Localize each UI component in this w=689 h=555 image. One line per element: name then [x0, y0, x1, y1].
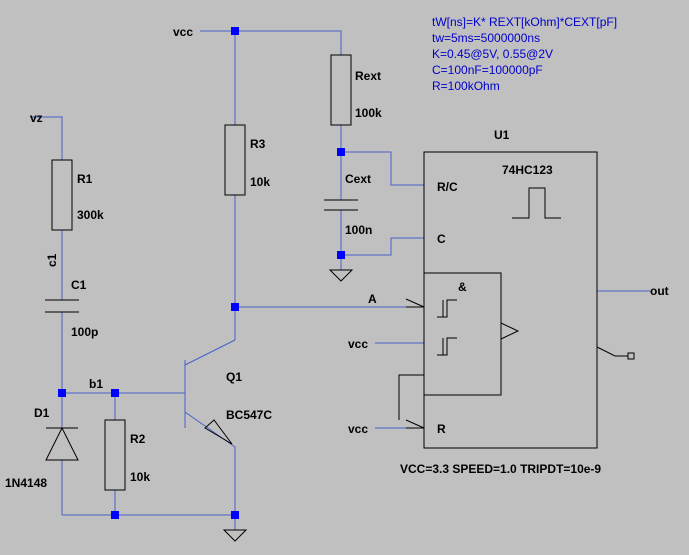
cext-value: 100n — [345, 223, 372, 237]
input-triangle-a-icon — [405, 298, 425, 308]
gate-output-triangle-icon — [500, 322, 520, 340]
schmitt-trigger-b-icon — [437, 337, 457, 356]
net-label-vcc: vcc — [173, 25, 193, 39]
spec-note-line-1: tW[ns]=K* REXT[kOhm]*CEXT[pF] — [432, 15, 617, 29]
spec-note-line-2: tw=5ms=5000000ns — [432, 31, 540, 45]
net-label-a: A — [368, 292, 377, 306]
input-triangle-r-icon — [405, 419, 425, 429]
rext-value: 100k — [355, 106, 382, 120]
u1-pin-rc: R/C — [437, 180, 458, 194]
r2-value: 10k — [130, 470, 150, 484]
wire-rc — [341, 151, 424, 186]
node-c1-d1 — [58, 389, 66, 397]
q1-name: Q1 — [226, 370, 242, 384]
r2-name: R2 — [130, 432, 146, 446]
q1-value: BC547C — [226, 408, 272, 422]
cext-name: Cext — [345, 172, 371, 186]
r3-name: R3 — [250, 137, 266, 151]
resistor-rext[interactable] — [330, 54, 352, 126]
u1-name: U1 — [494, 128, 510, 142]
transistor-q1-arrow — [204, 419, 233, 445]
node-r2-ground — [111, 511, 119, 519]
node-rext-cext — [337, 148, 345, 156]
net-label-b1: b1 — [89, 377, 103, 391]
r1-name: R1 — [77, 172, 93, 186]
wire-q1-emitter — [184, 411, 236, 530]
node-net-a — [231, 303, 239, 311]
junction-nodes — [58, 27, 345, 519]
d1-value: 1N4148 — [5, 476, 47, 490]
wire-vz — [30, 116, 63, 160]
net-label-vcc-r: vcc — [348, 422, 368, 436]
wire-q1-collector — [184, 339, 236, 366]
diode-d1[interactable] — [45, 426, 79, 461]
net-label-c1: c1 — [45, 253, 59, 267]
reset-bracket-icon — [398, 374, 424, 420]
resistor-r3[interactable] — [224, 124, 246, 196]
d1-name: D1 — [34, 406, 50, 420]
c1-name: C1 — [71, 278, 87, 292]
node-vcc-r3 — [231, 27, 239, 35]
schmitt-trigger-a-icon — [437, 299, 457, 318]
net-label-out: out — [650, 284, 669, 298]
node-cext-c — [337, 251, 345, 259]
net-label-vz: vz — [30, 111, 43, 125]
resistor-r2[interactable] — [104, 419, 126, 491]
ground-symbol-cext — [328, 269, 354, 282]
spec-note-line-4: C=100nF=100000pF — [432, 63, 543, 77]
rext-name: Rext — [355, 69, 381, 83]
spec-note-line-5: R=100kOhm — [432, 79, 500, 93]
spice-directive: VCC=3.3 SPEED=1.0 TRIPDT=10e-9 — [400, 462, 601, 476]
ground-symbol-main — [222, 529, 248, 542]
node-b1-r2 — [111, 389, 119, 397]
pulse-icon — [512, 187, 561, 219]
c1-value: 100p — [71, 325, 98, 339]
resistor-r1[interactable] — [51, 159, 73, 231]
node-emitter-ground — [231, 511, 239, 519]
spec-note-line-3: K=0.45@5V, 0.55@2V — [432, 47, 553, 61]
u1-value: 74HC123 — [502, 163, 553, 177]
u1-pin-r: R — [437, 422, 446, 436]
u1-and-label: & — [458, 280, 467, 294]
r1-value: 300k — [77, 208, 104, 222]
ic-u1[interactable] — [423, 151, 598, 449]
capacitor-c1[interactable] — [45, 299, 79, 313]
qbar-pin-icon — [596, 346, 635, 360]
capacitor-cext[interactable] — [324, 199, 358, 211]
u1-pin-c: C — [437, 232, 446, 246]
net-label-vcc-b: vcc — [348, 337, 368, 351]
wire-vcc-top — [200, 30, 342, 55]
r3-value: 10k — [250, 175, 270, 189]
wire-c-pin — [341, 237, 424, 256]
